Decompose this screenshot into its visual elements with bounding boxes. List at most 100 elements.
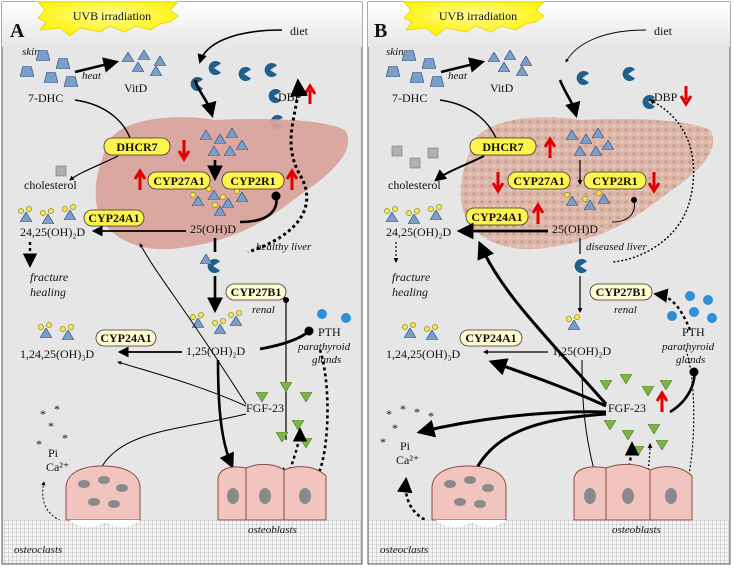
svg-text:*: * (48, 419, 54, 433)
cyp24a1-bottom-label: CYP24A1 (100, 331, 151, 345)
fracture-label: fracture (30, 270, 69, 284)
cyp27a1-enzyme (507, 171, 571, 190)
dhcr7-label: DHCR7 (482, 140, 523, 154)
mineral-stars: ** ** ** * (380, 402, 434, 449)
heat-label: heat (82, 70, 102, 82)
pth-label: PTH (318, 325, 341, 339)
healing-label: healing (30, 285, 66, 299)
cyp27a1-up-arrow (133, 168, 147, 190)
dhcr7-up-arrow (543, 136, 557, 158)
25ohd-label: 25(OH)D (190, 222, 236, 236)
mineral-stars: ** ** * (36, 402, 68, 451)
cyp2r1-label: CYP2R1 (592, 174, 637, 188)
panel-a: UVB irradiation A diet skin heat VitD 7-… (1, 1, 363, 565)
cyp2r1-down-arrow (647, 172, 661, 194)
parathyroid-label: parathyroid (661, 341, 715, 353)
cyp24a1-top-enzyme (465, 207, 529, 226)
renal-label: renal (252, 304, 275, 316)
dhcr7-down-arrow (177, 140, 191, 162)
healing-label: healing (392, 285, 428, 299)
cyp27b1-enzyme (225, 283, 287, 301)
7dhc-label: 7-DHC (28, 91, 63, 105)
uvb-label: UVB irradiation (73, 9, 151, 23)
cyp27a1-down-arrow (491, 172, 505, 194)
12425ohd-label: 1,24,25(OH)₃D (20, 347, 95, 361)
cholesterol-label: cholesterol (24, 178, 77, 192)
svg-text:*: * (36, 437, 42, 451)
osteoblasts-label: osteoblasts (248, 524, 297, 536)
dhcr7-enzyme (469, 137, 537, 156)
skin-label: skin (22, 46, 40, 58)
fgf23-label: FGF-23 (608, 401, 646, 415)
dbp-down-arrow (679, 86, 693, 107)
svg-text:*: * (400, 402, 406, 416)
25ohd-label: 25(OH)D (552, 222, 598, 236)
svg-text:*: * (414, 405, 420, 419)
panel-letter: A (10, 20, 25, 42)
cyp24a1-bottom-enzyme (95, 329, 157, 347)
parathyroid-label: parathyroid (297, 341, 351, 353)
2425ohd-label: 24,25(OH)₂D (386, 225, 452, 239)
125ohd-label: 1,25(OH)₂D (186, 344, 246, 358)
cyp27b1-label: CYP27B1 (596, 285, 647, 299)
osteoclasts-label: osteoclasts (14, 544, 62, 556)
cyp24a1-top-label: CYP24A1 (471, 210, 522, 224)
svg-text:*: * (54, 402, 60, 416)
cholesterol-icon (55, 165, 67, 177)
glands-label: glands (312, 354, 341, 366)
cyp2r1-up-arrow (285, 168, 299, 190)
panel-letter: B (374, 20, 387, 42)
fgf23-up-arrow (655, 390, 669, 412)
uvb-sun-icon (403, 1, 545, 37)
dhcr7-enzyme (103, 137, 171, 156)
cyp24a1-up-arrow (531, 202, 545, 224)
cyp27a1-enzyme (147, 171, 211, 190)
cyp27b1-label: CYP27B1 (231, 285, 282, 299)
ca-label: Ca²⁺ (396, 453, 419, 467)
pth-dots (317, 309, 351, 323)
cyp24a1-top-enzyme (83, 209, 145, 227)
7dhc-label: 7-DHC (392, 91, 427, 105)
dbp-label: DBP (654, 90, 678, 104)
12425ohd-label: 1,24,25(OH)₃D (386, 347, 461, 361)
diet-label: diet (654, 24, 673, 38)
liver-label: diseased liver (586, 241, 648, 253)
svg-text:*: * (380, 435, 386, 449)
vitd-label: VitD (490, 81, 514, 95)
osteoclast-cell (65, 465, 141, 528)
renal-label: renal (614, 304, 637, 316)
cyp24a1-bottom-enzyme (459, 329, 523, 347)
svg-text:*: * (40, 407, 46, 421)
cyp2r1-enzyme (221, 171, 285, 190)
heat-label: heat (448, 70, 468, 82)
cholesterol-label: cholesterol (388, 178, 441, 192)
pi-label: Pi (48, 446, 59, 460)
svg-text:*: * (386, 407, 392, 421)
cyp2r1-label: CYP2R1 (230, 174, 275, 188)
bone-matrix (3, 520, 361, 563)
osteoblast-cells (573, 463, 693, 521)
osteoclasts-label: osteoclasts (380, 544, 428, 556)
glands-label: glands (676, 354, 705, 366)
svg-text:*: * (392, 421, 398, 435)
skin-label: skin (386, 46, 404, 58)
cyp27b1-enzyme (589, 283, 653, 301)
osteoblasts-label: osteoblasts (612, 524, 661, 536)
cyp2r1-enzyme (583, 171, 647, 190)
pth-label: PTH (682, 325, 705, 339)
osteoclast-cell (431, 465, 507, 528)
2425ohd-label: 24,25(OH)₂D (20, 225, 86, 239)
uvb-sun-icon (37, 1, 179, 37)
125ohd-label: 1,25(OH)₂D (552, 344, 612, 358)
panel-b: UVB irradiation B diet skin heat VitD 7-… (367, 1, 731, 565)
fgf23-label: FGF-23 (246, 401, 284, 415)
dhcr7-label: DHCR7 (116, 140, 157, 154)
diet-label: diet (290, 24, 309, 38)
cyp24a1-bottom-label: CYP24A1 (465, 331, 516, 345)
vitd-label: VitD (124, 81, 148, 95)
fracture-label: fracture (392, 270, 431, 284)
pi-label: Pi (400, 439, 411, 453)
osteoblast-cells (217, 463, 327, 521)
cyp24a1-top-label: CYP24A1 (88, 211, 139, 225)
